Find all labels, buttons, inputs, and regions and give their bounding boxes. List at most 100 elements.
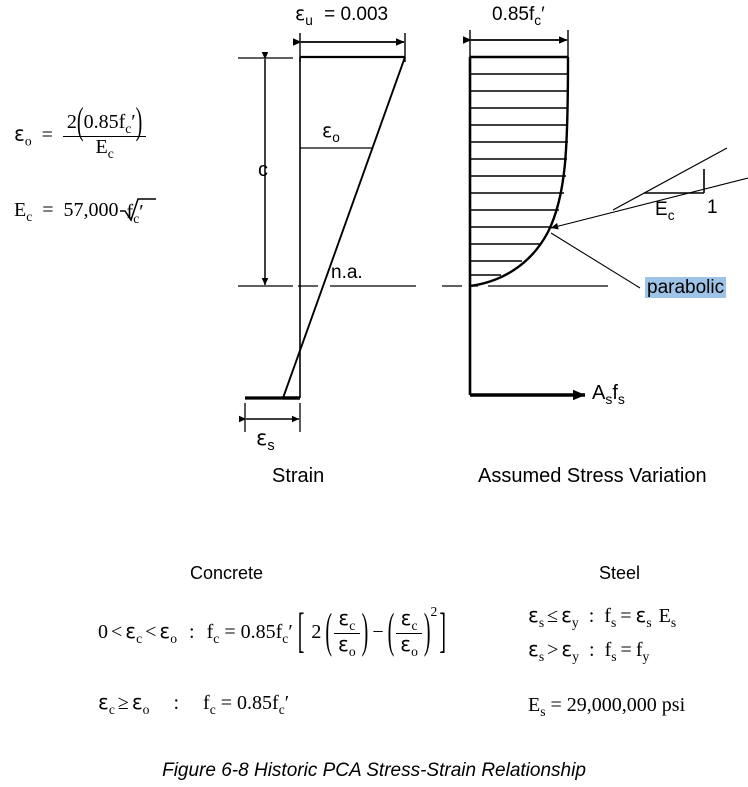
c1-bracket-close: ]: [439, 605, 447, 659]
c2-rhs-sub: c: [278, 702, 285, 717]
s1-eps-y-sub: y: [571, 615, 579, 630]
numerator-prime: ′: [131, 111, 136, 133]
stress-top-subscript: c: [534, 12, 542, 28]
stress-diagram-geometry: [442, 30, 748, 401]
c1-frac1-den-sub: o: [348, 643, 356, 659]
c1-frac2-num: εc: [396, 608, 422, 633]
strain-diagram-title: Strain: [272, 465, 325, 487]
paren-close: ): [135, 101, 143, 143]
s2-eps-s-sub: s: [538, 649, 545, 664]
epsilon-o-subscript: o: [24, 133, 32, 149]
numerator-fc: 0.85f: [83, 111, 126, 133]
denominator-E: E: [95, 135, 108, 158]
slope-run-E: E: [655, 199, 668, 220]
s1-rhs-E: E: [658, 605, 671, 627]
c1-exponent: 2: [430, 604, 438, 619]
parabolic-label-text: parabolic: [645, 277, 727, 298]
c1-frac1-num: εc: [334, 608, 360, 633]
c1-f: f: [206, 621, 214, 643]
c2-eps-o-sub: o: [142, 702, 150, 717]
formula-epsilon-o: εo = 2(0.85fc′) Ec: [14, 103, 147, 161]
Ec-equals: =: [42, 199, 54, 221]
stress-top-prime: ′: [541, 4, 545, 25]
s3-E-sub: s: [540, 704, 546, 719]
c2-eps-o: ε: [131, 690, 143, 714]
c1-bracket-open: [: [297, 605, 305, 659]
c2-f: f: [203, 692, 210, 714]
s1-op: ≤: [547, 605, 559, 627]
concrete-equation-row-2: εc≥εo:fc=0.85fc′: [98, 692, 289, 717]
s2-rhs-f: f: [635, 639, 643, 661]
neutral-axis-label: n.a.: [331, 262, 363, 283]
steel-force-A: A: [592, 382, 606, 404]
c2-eps-c-sub: c: [108, 702, 115, 717]
c1-paren1-close: ): [361, 605, 369, 659]
s1-colon: :: [588, 605, 595, 627]
c1-coef: 0.85f: [240, 621, 283, 643]
s3-equals: =: [550, 694, 562, 716]
epsilon-s-subscript: s: [267, 438, 275, 455]
epsilon-u-label: εu = 0.003: [295, 4, 389, 28]
c1-frac1-num-eps: ε: [338, 606, 350, 631]
radicand-f: f: [126, 201, 134, 223]
numerator-coefficient: 2: [66, 111, 77, 133]
stress-top-label: 0.85fc′: [492, 5, 545, 27]
epsilon-o-diagram-subscript: o: [332, 129, 340, 145]
epsilon-o-symbol: ε: [14, 121, 25, 146]
steel-force-f: f: [612, 382, 618, 404]
c1-frac2-den-sub: o: [411, 643, 418, 659]
c2-ge: ≥: [117, 692, 129, 714]
epsilon-s-label: εs: [256, 428, 275, 454]
c2-f-sub: c: [209, 702, 216, 717]
figure-caption: Figure 6-8 Historic PCA Stress-Strain Re…: [162, 760, 586, 781]
c2-rhs: 0.85f: [237, 692, 279, 714]
s1-eps-s-sub: s: [538, 615, 545, 630]
Ec-symbol: E: [14, 199, 27, 221]
Ec-coefficient: 57,000: [63, 199, 119, 221]
depth-c-label: c: [258, 159, 268, 181]
c1-frac2-den: εo: [396, 632, 422, 659]
fraction-denominator: Ec: [62, 135, 147, 161]
c1-frac1-den-eps: ε: [338, 631, 349, 656]
equals-sign: =: [41, 123, 53, 146]
c1-eps-o: ε: [159, 619, 171, 643]
stress-diagram-title: Assumed Stress Variation: [478, 465, 707, 487]
formula-Ec: Ec = 57,000 fc′: [14, 196, 174, 226]
epsilon-u-subscript: u: [305, 12, 313, 28]
fraction-numerator: 2(0.85fc′): [63, 103, 146, 141]
c1-coef-sub: c: [282, 631, 289, 646]
s2-rhs-f-sub: y: [642, 649, 650, 664]
s2-op: >: [547, 639, 559, 661]
radicand-prime: ′: [139, 201, 144, 223]
c1-eps-c-sub: c: [136, 631, 143, 646]
epsilon-o-fraction: 2(0.85fc′) Ec: [62, 103, 147, 161]
radicand-subscript: c: [133, 211, 140, 226]
concrete-heading: Concrete: [190, 563, 264, 583]
c2-rhs-prime: ′: [284, 692, 290, 714]
steel-force-f-subscript: s: [617, 391, 625, 407]
s3-value: 29,000,000: [566, 694, 657, 716]
epsilon-u-value: = 0.003: [324, 4, 389, 25]
s1-f-sub: s: [610, 615, 617, 630]
steel-equation-row-2: εs>εy:fs=fy: [528, 639, 649, 664]
epsilon-s-symbol: ε: [256, 426, 268, 450]
s1-rhs-eps-sub: s: [646, 615, 652, 630]
s2-f: f: [604, 639, 612, 661]
s2-f-sub: s: [611, 649, 617, 664]
slope-rise-label: 1: [707, 197, 718, 218]
s2-eps-y-sub: y: [572, 649, 579, 664]
c2-equals: =: [220, 692, 233, 714]
c1-coef-prime: ′: [288, 621, 293, 643]
c1-two: 2: [311, 621, 322, 643]
c1-f-sub: c: [213, 631, 220, 646]
c1-frac1-num-sub: c: [349, 618, 356, 634]
denominator-E-subscript: c: [107, 145, 114, 161]
s1-eps-s: ε: [528, 603, 539, 627]
s1-eps-y: ε: [561, 603, 572, 627]
c1-minus: −: [372, 621, 384, 643]
